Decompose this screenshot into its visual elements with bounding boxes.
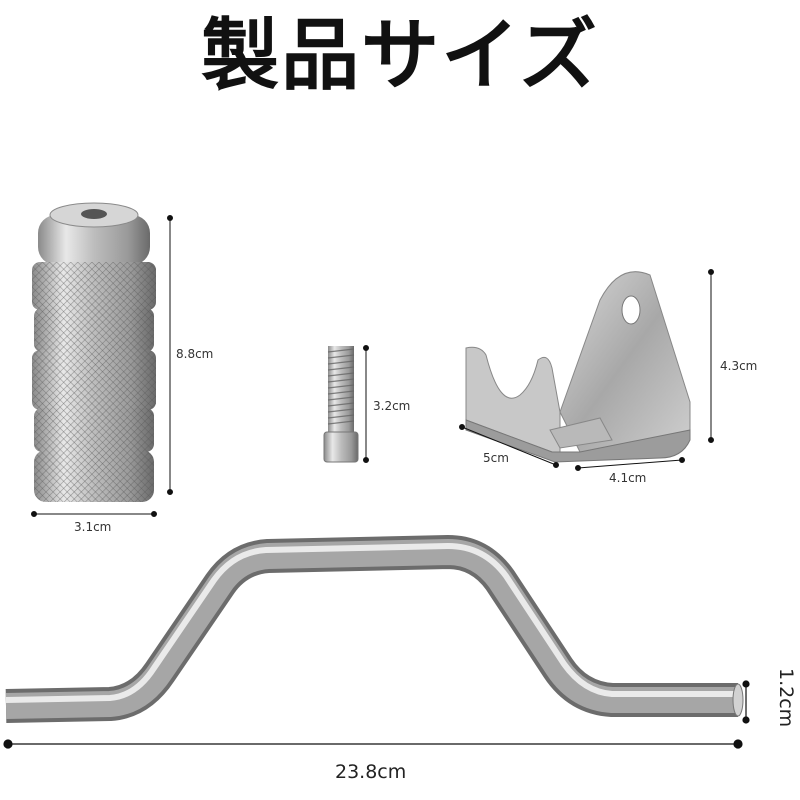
bracket bbox=[465, 271, 691, 463]
bracket-depth-label: 5cm bbox=[483, 451, 509, 465]
bar-diameter-dimension-line bbox=[742, 680, 750, 724]
bracket-height-dimension-line bbox=[708, 269, 714, 443]
screw-length-dimension-line bbox=[363, 345, 369, 463]
bar-length-dimension-line bbox=[3, 739, 743, 749]
knurled-handle bbox=[32, 202, 156, 502]
handle-height-dimension-line bbox=[167, 215, 173, 495]
bracket-width-dimension-line bbox=[575, 457, 685, 471]
bar-diameter-label: 1.2cm bbox=[775, 668, 797, 728]
handle-width-dimension-line bbox=[31, 511, 157, 517]
screw bbox=[323, 346, 359, 463]
handle-height-label: 8.8cm bbox=[176, 347, 214, 361]
bracket-width-label: 4.1cm bbox=[609, 471, 647, 485]
page-title: 製品サイズ bbox=[201, 11, 599, 101]
handle-width-label: 3.1cm bbox=[74, 520, 112, 534]
bar-length-label: 23.8cm bbox=[335, 761, 407, 783]
screw-length-label: 3.2cm bbox=[373, 399, 411, 413]
bent-bar bbox=[5, 535, 744, 723]
bracket-depth-dimension-line bbox=[459, 424, 559, 468]
bracket-height-label: 4.3cm bbox=[720, 359, 758, 373]
